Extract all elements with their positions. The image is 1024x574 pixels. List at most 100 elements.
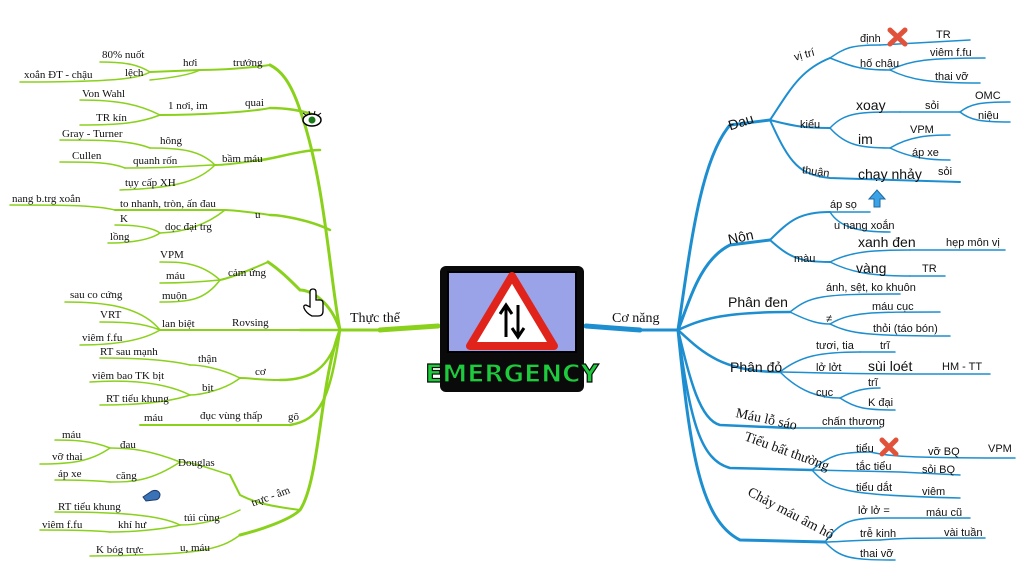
bam-label: bầm máu (222, 153, 263, 165)
tri-label: trĩ (880, 340, 891, 352)
eye-icon (302, 110, 322, 127)
tuoi-label: tươi, tia (816, 340, 855, 352)
hand-pointer-icon (303, 288, 324, 317)
chaynhay-label: chạy nhảy (858, 166, 922, 182)
left-root-bar (377, 323, 441, 333)
tre-label: trễ kinh (860, 527, 896, 540)
left-root-label: Thực thể (350, 311, 401, 326)
soi-label: sỏi (925, 100, 939, 112)
bam-item-2: quanh rốn (133, 155, 178, 167)
thaivo-label: thai vỡ (935, 71, 969, 83)
cang-label: căng (116, 470, 137, 482)
two-way-arrows-icon (498, 302, 526, 340)
maucu-label: máu cũ (926, 507, 962, 519)
left-branches (9, 61, 441, 557)
anh-label: ánh, sệt, ko khuôn (826, 282, 916, 294)
bam-item-4: Gray - Turner (62, 128, 123, 140)
co-item-1: thận (198, 353, 217, 365)
hoi-label: hơi (183, 57, 197, 69)
hoi-item-2: lệch (125, 67, 144, 79)
tieu-sub-label: tiểu (856, 443, 874, 455)
truong-label: trướng (233, 57, 263, 69)
co-item-2: bịt (202, 382, 214, 394)
dau-label: đau (120, 439, 136, 451)
bam-item-3: tụy cấp XH (125, 177, 176, 189)
unang-label: u nang xoắn (834, 219, 895, 232)
cam-item-2: máu (166, 270, 185, 282)
xanh-label: xanh đen (858, 234, 916, 250)
xoay-label: xoay (856, 97, 886, 113)
co-item-5: RT tiểu khung (106, 393, 169, 405)
umau-label: u, máu (180, 542, 210, 554)
im-label: im (858, 131, 873, 147)
truc-item-3: áp xe (58, 468, 82, 480)
non-label: Nôn (726, 226, 754, 247)
quai-item-2: TR kín (96, 112, 127, 124)
chay-label: Chảy máu âm hộ (745, 485, 836, 543)
right-labels: Cơ năng Đau vị trí định TR hố chậu viêm … (612, 29, 1012, 560)
vai-label: vài tuần (944, 527, 983, 539)
soibq-label: sỏi BQ (922, 464, 955, 476)
right-branches (583, 39, 1016, 561)
douglas-label: Douglas (178, 457, 215, 469)
up-arrow-icon (867, 189, 887, 208)
dat-label: tiểu dắt (856, 481, 892, 494)
nieu-label: niệu (978, 110, 999, 122)
cross-icon-2 (879, 437, 899, 457)
vang-label: vàng (856, 260, 886, 276)
tuicung-label: túi cùng (184, 512, 220, 524)
maulo-label: Máu lỗ sáo (734, 406, 798, 434)
soi2-label: sỏi (938, 166, 952, 178)
hoi-item-1: 80% nuốt (102, 49, 144, 61)
tac-label: tắc tiểu (856, 460, 891, 473)
vpm-label: VPM (910, 124, 934, 136)
omc-label: OMC (975, 90, 1001, 102)
viem-label: viêm (922, 486, 945, 498)
rov-item-2: lan biệt (162, 318, 195, 330)
bam-item-5: Cullen (72, 150, 102, 162)
phanden-label: Phân đen (728, 294, 788, 310)
emergency-label: EMERGENCY (425, 359, 599, 388)
rov-item-3: VRT (100, 309, 122, 321)
hoi-item-3: xoắn ĐT - chậu (24, 69, 93, 81)
thuan-label: thuận (801, 164, 830, 180)
u-item-5: lồng (110, 231, 130, 243)
truc-item-5: viêm f.fu (42, 519, 83, 531)
rov-label: Rovsing (232, 317, 269, 329)
vitri-label: vị trí (793, 47, 816, 64)
cam-label: cảm ứng (228, 267, 267, 279)
truc-item-2: vỡ thai (52, 451, 83, 463)
hm-label: HM - TT (942, 361, 982, 373)
viemf-label: viêm f.fu (930, 47, 972, 59)
hep-label: hẹp môn vị (946, 237, 1000, 249)
u-label: u (255, 209, 261, 221)
hochau-label: hố chậu (860, 58, 899, 70)
chan-label: chấn thương (822, 416, 885, 428)
quai-sub: quai (245, 97, 264, 109)
u-item-2: dọc đại trg (165, 221, 212, 233)
phando-label: Phân đỏ (730, 359, 782, 375)
u-item-1: to nhanh, tròn, ấn đau (120, 198, 216, 210)
pointing-finger-icon (142, 489, 161, 502)
vobq-label: vỡ BQ (928, 446, 960, 458)
warning-triangle-icon (466, 272, 558, 350)
tieu-vpm-label: VPM (988, 443, 1012, 455)
suiloet-label: sùi loét (868, 358, 912, 374)
apso-label: áp sọ (830, 199, 857, 211)
non-tr-label: TR (922, 263, 937, 275)
kieu-label: kiểu (800, 119, 820, 131)
thai-label: thai vỡ (860, 548, 894, 560)
truc-item-4: RT tiểu khung (58, 501, 121, 513)
khihu-label: khí hư (118, 519, 147, 531)
rov-item-4: viêm f.fu (82, 332, 123, 344)
maucuc-label: máu cục (872, 301, 914, 313)
quai-item-1: Von Wahl (82, 88, 125, 100)
dau-label: Đau (726, 110, 755, 133)
left-labels: Thực thể hơi trướng 80% nuốt lệch xoắn Đ… (12, 49, 401, 556)
lolo-label: lở lở = (858, 505, 890, 517)
cam-item-3: muộn (162, 290, 188, 302)
cross-icon (887, 27, 908, 47)
dau-tr-label: TR (936, 29, 951, 41)
go-item-1: máu (144, 412, 163, 424)
